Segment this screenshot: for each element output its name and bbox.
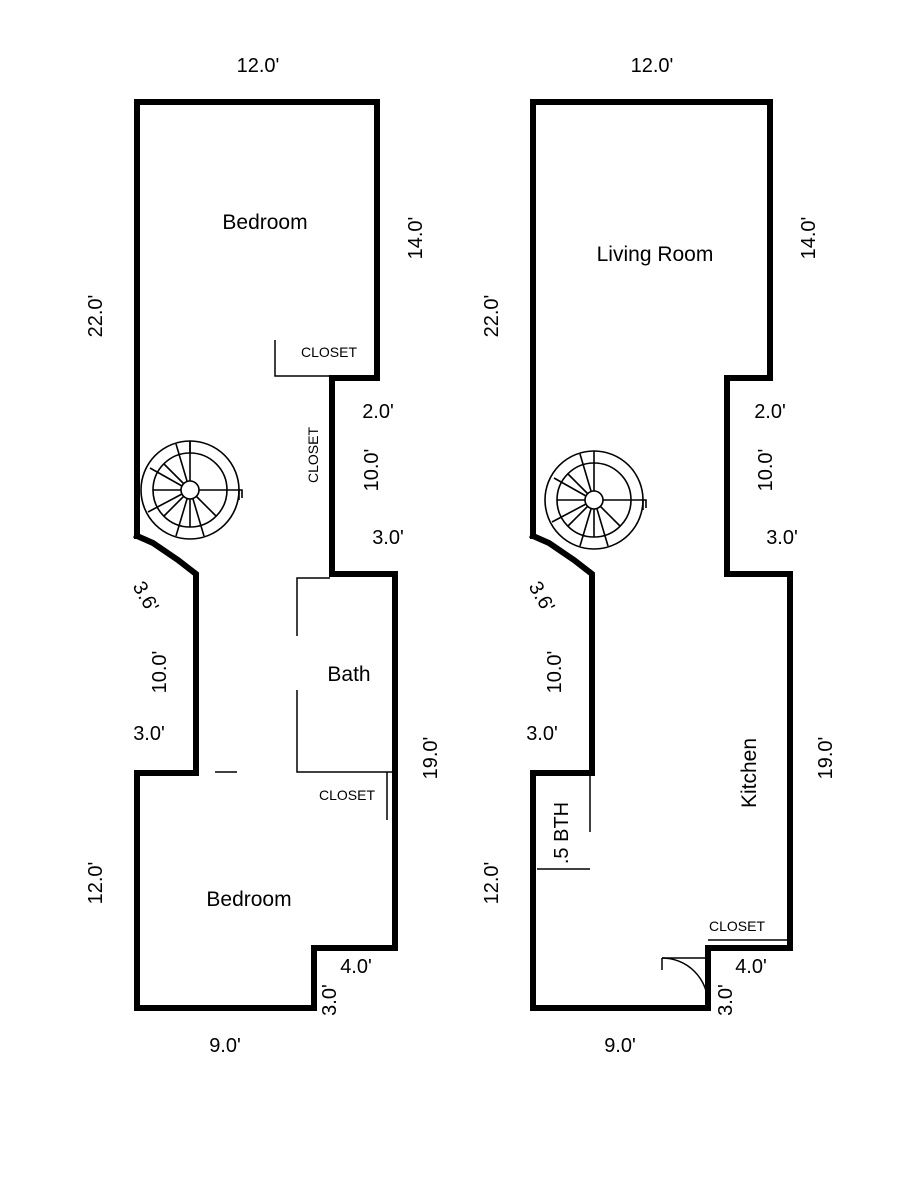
dim-bottom-step: 4.0' <box>340 956 372 978</box>
dim-top-width: 12.0' <box>631 55 674 77</box>
room-label-closet: CLOSET <box>709 918 765 934</box>
dim-bottom-width: 9.0' <box>209 1035 241 1057</box>
dim-bottom-step-side: 3.0' <box>715 984 737 1016</box>
dim-notch-side: 10.0' <box>361 449 383 492</box>
left-floor-walls <box>133 99 398 1011</box>
dim-notch-bottom: 3.0' <box>766 527 798 549</box>
dim-left-upper: 22.0' <box>85 295 107 338</box>
dim-left-lower: 12.0' <box>85 862 107 905</box>
room-label-closet-hall: CLOSET <box>305 427 321 483</box>
dim-right-lower: 19.0' <box>420 737 442 780</box>
bath-partition-lower <box>296 690 394 773</box>
dim-left-step: 3.0' <box>133 723 165 745</box>
room-label-kitchen: Kitchen <box>738 738 761 808</box>
dim-left-upper: 22.0' <box>481 295 503 338</box>
spiral-staircase-icon <box>544 450 647 550</box>
room-label-bath: Bath <box>327 663 370 686</box>
left-floor-plan: Bedroom CLOSET CLOSET Bath CLOSET Bedroo… <box>85 55 442 1057</box>
dim-notch-bottom: 3.0' <box>372 527 404 549</box>
room-label-bedroom-bottom: Bedroom <box>206 888 291 911</box>
dim-right-upper: 14.0' <box>798 217 820 260</box>
room-label-bedroom-top: Bedroom <box>222 211 307 234</box>
dim-diagonal: 3.6' <box>524 578 559 616</box>
right-floor-walls <box>529 99 793 1011</box>
room-label-living-room: Living Room <box>597 243 714 266</box>
dim-left-lower: 12.0' <box>481 862 503 905</box>
dim-left-mid: 10.0' <box>149 651 171 694</box>
spiral-staircase-icon <box>140 440 243 540</box>
dim-notch-top: 2.0' <box>754 401 786 423</box>
door-swing-icon <box>661 957 709 1005</box>
room-label-closet-top: CLOSET <box>301 344 357 360</box>
room-label-half-bath: .5 BTH <box>551 802 573 864</box>
dim-diagonal: 3.6' <box>128 578 163 616</box>
dim-top-width: 12.0' <box>237 55 280 77</box>
dim-notch-side: 10.0' <box>755 449 777 492</box>
dim-bottom-step: 4.0' <box>735 956 767 978</box>
dim-bottom-step-side: 3.0' <box>319 984 341 1016</box>
dim-left-step: 3.0' <box>526 723 558 745</box>
bath-partition <box>296 577 330 636</box>
dim-right-lower: 19.0' <box>815 737 837 780</box>
room-label-closet-bath: CLOSET <box>319 787 375 803</box>
dim-right-upper: 14.0' <box>405 217 427 260</box>
dim-notch-top: 2.0' <box>362 401 394 423</box>
dim-bottom-width: 9.0' <box>604 1035 636 1057</box>
dim-left-mid: 10.0' <box>544 651 566 694</box>
right-floor-plan: Living Room .5 BTH Kitchen CLOSET 12.0' … <box>481 55 837 1057</box>
closet-top-partition <box>274 340 332 377</box>
